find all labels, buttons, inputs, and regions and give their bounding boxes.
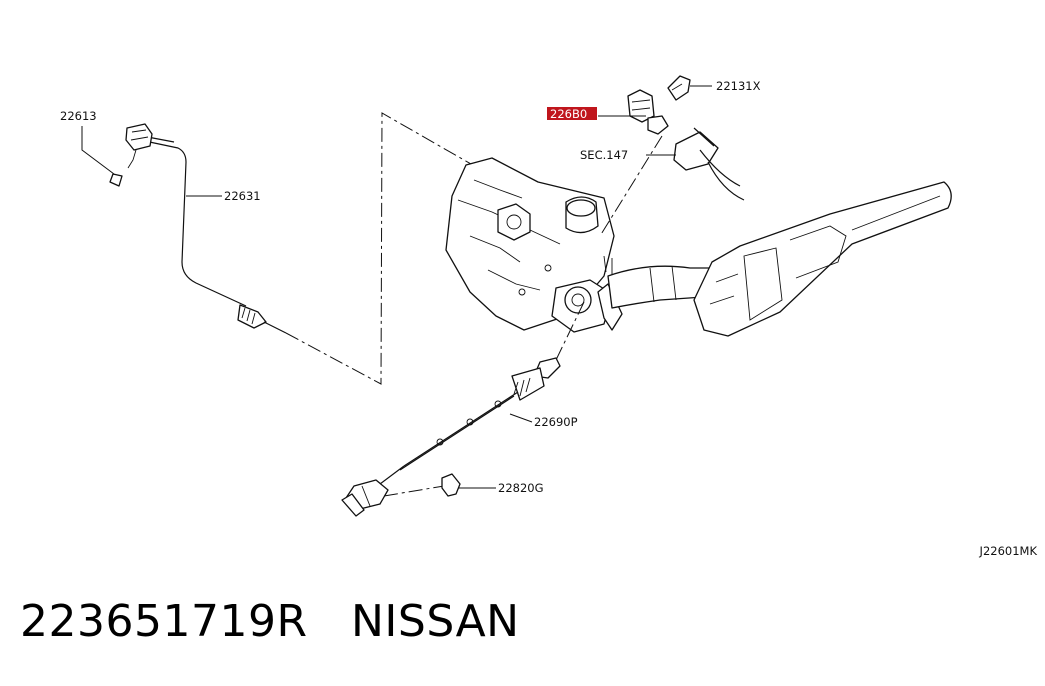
leader-22690p (509, 413, 533, 423)
part-number: 223651719R (20, 596, 308, 647)
part-caption: 223651719R NISSAN (20, 596, 520, 647)
callout-sec147: SEC.147 (580, 148, 628, 162)
turbocharger (445, 157, 623, 333)
diagram-code: J22601MK (979, 544, 1038, 558)
catalytic-converter (607, 181, 952, 337)
highlight-box-226b0 (547, 107, 597, 120)
callout-22613: 22613 (60, 109, 97, 123)
callout-22690p: 22690P (534, 415, 578, 429)
sensor-226b0 (627, 75, 745, 201)
oxygen-sensor-22690p (341, 357, 561, 517)
brand-name: NISSAN (351, 596, 520, 647)
assembly-line-226b0 (599, 135, 663, 237)
assembly-line-22820g (383, 485, 445, 497)
leader-22613 (81, 126, 115, 175)
clip-22820g (441, 473, 461, 497)
callout-22131x: 22131X (716, 79, 761, 93)
assembly-line-22690p (555, 301, 585, 361)
assembly-line-22631 (285, 112, 479, 385)
callout-22820g: 22820G (498, 481, 544, 495)
callout-22631: 22631 (224, 189, 261, 203)
egt-sensor-22631 (109, 123, 287, 334)
callout-226b0[interactable]: 226B0 (550, 107, 587, 121)
